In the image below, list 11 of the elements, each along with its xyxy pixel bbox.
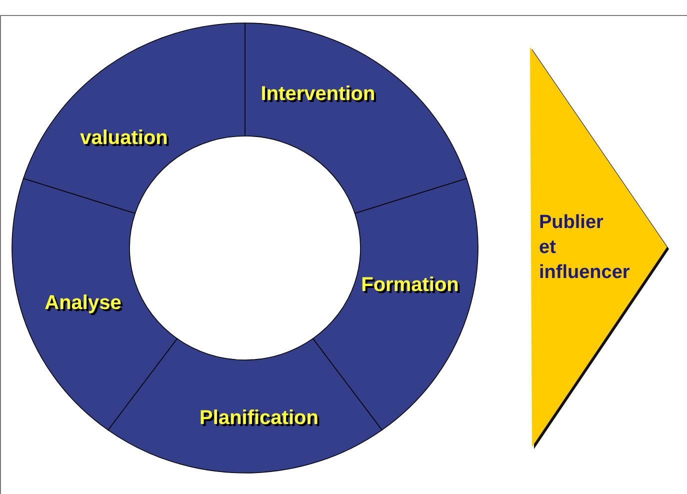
arrow-label: Publier et influencer (539, 211, 631, 285)
segment-label: Intervention (260, 82, 376, 106)
segment-label: valuation (80, 126, 168, 150)
arrow-shape (530, 47, 670, 451)
ring-segment (12, 178, 178, 431)
segment-label: Planification (200, 406, 318, 430)
ring-segment (23, 23, 245, 214)
segment-label: Analyse (44, 291, 122, 315)
ring-segment (108, 338, 382, 473)
ring-segment (244, 23, 467, 214)
segment-label: Formation (361, 273, 459, 297)
